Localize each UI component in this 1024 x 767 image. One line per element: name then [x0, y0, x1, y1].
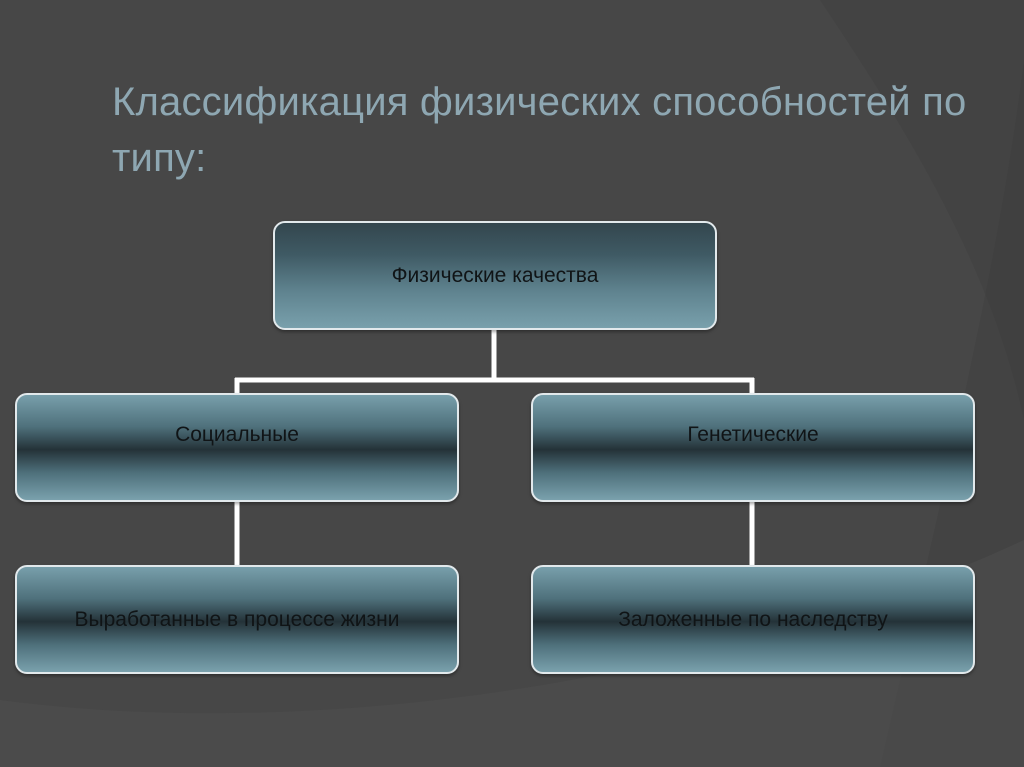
node-physical-qualities: Физические качества: [273, 221, 717, 330]
node-inherited-label: Заложенные по наследству: [618, 607, 888, 631]
node-genetic: Генетические: [531, 393, 975, 502]
node-genetic-label: Генетические: [687, 422, 819, 446]
node-acquired-in-life-label: Выработанные в процессе жизни: [74, 607, 400, 631]
node-acquired-in-life: Выработанные в процессе жизни: [15, 565, 459, 674]
node-physical-qualities-label: Физические качества: [391, 263, 599, 287]
background-arc-large: [820, 0, 1024, 420]
node-social: Социальные: [15, 393, 459, 502]
slide-title: Классификация физических способностей по…: [112, 80, 967, 180]
node-inherited: Заложенные по наследству: [531, 565, 975, 674]
node-social-label: Социальные: [175, 422, 299, 446]
background-arc-bottom: [0, 540, 1024, 767]
